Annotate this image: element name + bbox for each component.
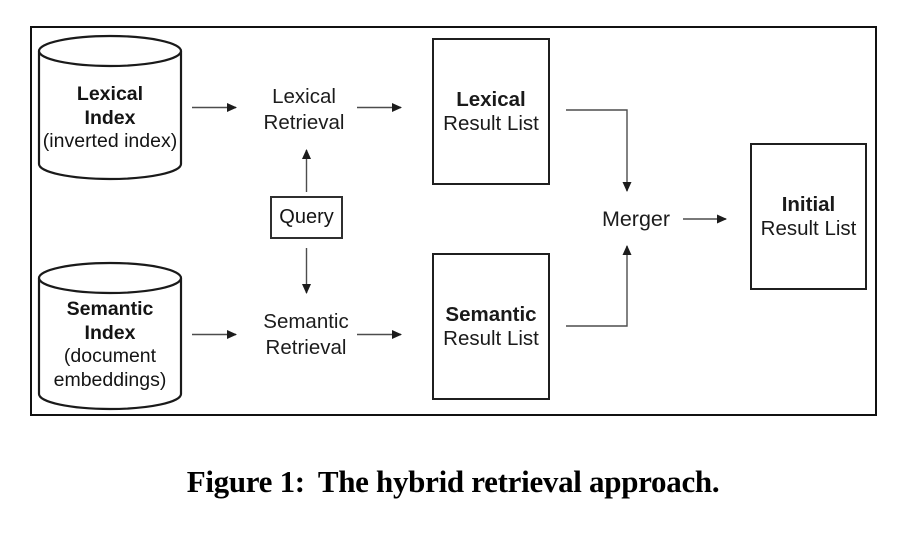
semantic-index-title-2: Index	[84, 321, 136, 344]
lexical-index-subtitle: (inverted index)	[42, 130, 178, 152]
node-initial-result-list: Initial Result List	[750, 143, 867, 290]
lexical-retrieval-line-2: Retrieval	[263, 110, 345, 134]
figure-caption-label: Figure 1:	[186, 464, 305, 499]
lexical-result-title: Lexical	[456, 87, 526, 111]
lexical-index-title-1: Lexical	[76, 83, 144, 105]
semantic-result-title: Semantic	[445, 302, 537, 326]
semantic-index-label: Semantic Index (document embeddings)	[37, 298, 183, 392]
semantic-retrieval-line-2: Retrieval	[265, 335, 347, 359]
database-cylinder-icon	[37, 261, 183, 411]
initial-result-title: Initial	[781, 192, 836, 216]
figure-caption-text: The hybrid retrieval approach.	[317, 464, 720, 499]
lexical-result-subtitle: Result List	[443, 111, 539, 135]
node-query: Query	[270, 196, 343, 239]
semantic-index-title-1: Semantic	[66, 298, 154, 320]
semantic-retrieval-line-1: Semantic	[263, 310, 349, 333]
database-cylinder-icon	[37, 34, 183, 181]
node-semantic-result-list: Semantic Result List	[432, 253, 550, 400]
lexical-index-label: Lexical Index (inverted index)	[37, 83, 183, 154]
node-merger: Merger	[593, 207, 679, 231]
semantic-index-subtitle: (document embeddings)	[53, 345, 167, 391]
figure-caption: Figure 1: The hybrid retrieval approach.	[0, 464, 906, 500]
query-label: Query	[279, 206, 334, 228]
semantic-result-subtitle: Result List	[443, 326, 539, 350]
merger-label: Merger	[601, 207, 671, 231]
node-lexical-retrieval: Lexical Retrieval	[234, 84, 374, 135]
lexical-retrieval-line-1: Lexical	[272, 85, 336, 108]
lexical-index-title-2: Index	[84, 106, 136, 129]
node-lexical-index: Lexical Index (inverted index)	[37, 34, 183, 181]
node-semantic-retrieval: Semantic Retrieval	[234, 309, 378, 360]
node-lexical-result-list: Lexical Result List	[432, 38, 550, 185]
initial-result-subtitle: Result List	[760, 216, 857, 240]
node-semantic-index: Semantic Index (document embeddings)	[37, 261, 183, 411]
